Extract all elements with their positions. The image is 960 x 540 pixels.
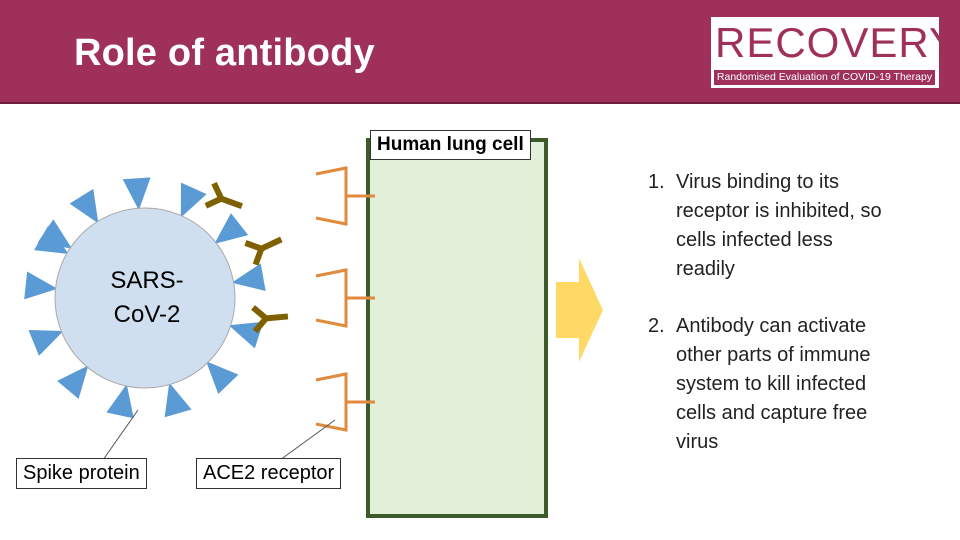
antibody (204, 181, 243, 209)
spike-protein (206, 361, 239, 395)
spike-leader-line (102, 409, 139, 461)
spike-protein (37, 219, 73, 249)
spike-protein (122, 177, 151, 211)
spike-protein (57, 365, 89, 399)
point-item: 1. Virus binding to its receptor is inhi… (648, 168, 888, 284)
cell-label: Human lung cell (370, 130, 531, 160)
recovery-logo: RECOVERY Randomised Evaluation of COVID-… (711, 17, 957, 88)
ace2-receptor (315, 268, 375, 328)
spike-protein (106, 384, 134, 419)
ace2-receptors (315, 166, 375, 432)
virus-body (54, 207, 236, 389)
point-text: Virus binding to its receptor is inhibit… (676, 171, 882, 280)
logo-subtitle: Randomised Evaluation of COVID-19 Therap… (714, 70, 935, 85)
point-number: 1. (648, 171, 665, 193)
spike-protein (24, 271, 58, 300)
logo-wordmark: RECOVERY (715, 19, 958, 66)
point-text: Antibody can activate other parts of imm… (676, 315, 871, 453)
spike-protein (214, 213, 249, 244)
spike-protein (180, 182, 207, 218)
receptor-leader-line (279, 419, 336, 461)
point-number: 2. (648, 315, 665, 337)
ace2-receptor-label: ACE2 receptor (196, 458, 342, 489)
slide-title: Role of antibody (74, 32, 375, 74)
point-item: 2. Antibody can activate other parts of … (648, 312, 888, 457)
spike-protein (164, 382, 192, 418)
explanation-list: 1. Virus binding to its receptor is inhi… (648, 168, 888, 485)
spike-protein (28, 329, 64, 356)
lung-cell (366, 138, 548, 518)
ace2-receptor (315, 166, 375, 226)
spike-proteins (24, 177, 266, 419)
spike-protein (231, 263, 266, 291)
ace2-receptor (315, 372, 375, 432)
spike-protein-label: Spike protein (16, 458, 147, 489)
virus-label: SARS-Co​V-2 (110, 267, 184, 328)
spike-protein (69, 188, 99, 224)
header-banner: Role of antibody RECOVERY Randomised Eva… (0, 0, 960, 104)
right-arrow (556, 258, 603, 362)
antibody (251, 305, 289, 334)
antibodies (204, 181, 289, 334)
antibody (244, 236, 283, 266)
